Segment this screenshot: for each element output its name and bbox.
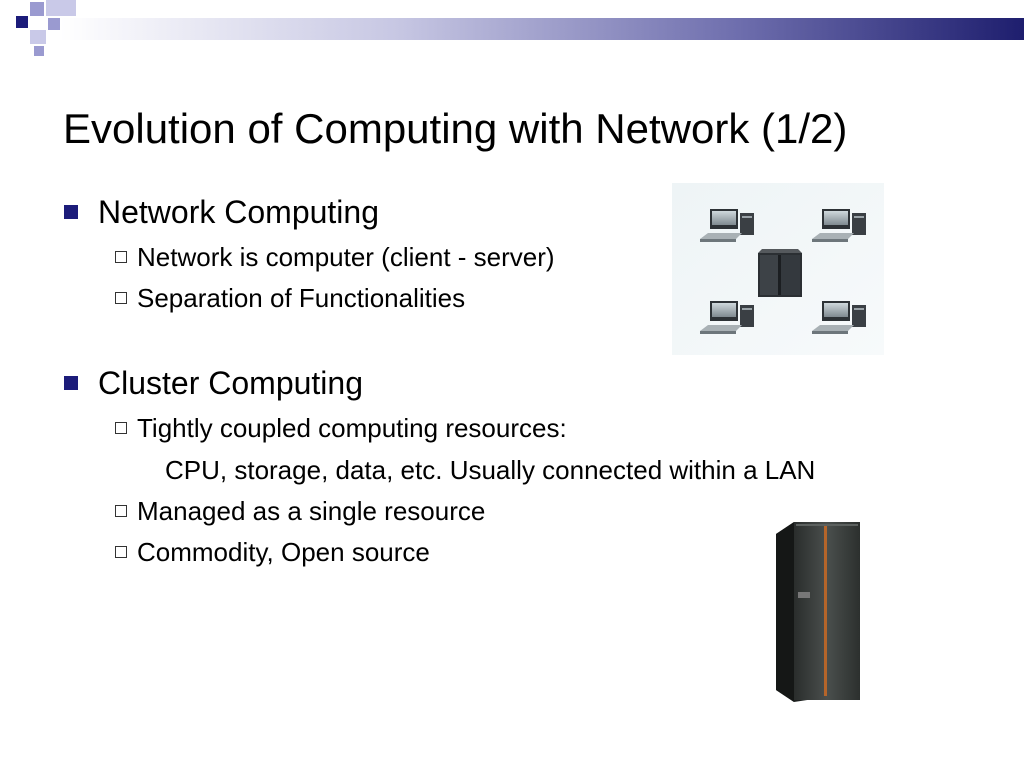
square-bullet-icon <box>64 205 78 219</box>
sub-bullet-label: Separation of Functionalities <box>137 283 466 313</box>
hollow-square-bullet-icon <box>115 292 127 304</box>
sub-bullet: Commodity, Open source <box>115 537 430 567</box>
square-bullet-icon <box>64 376 78 390</box>
sub-bullet-label: Managed as a single resource <box>137 496 486 526</box>
client-server-network-illustration <box>672 183 884 355</box>
slide-title: Evolution of Computing with Network (1/2… <box>63 105 848 152</box>
bullet-label: Network Computing <box>98 194 379 230</box>
server-rack-icon <box>758 249 802 297</box>
sub-bullet-continuation: CPU, storage, data, etc. Usually connect… <box>165 455 816 485</box>
server-rack-image <box>776 522 860 702</box>
sub-bullet: Separation of Functionalities <box>115 283 465 313</box>
hollow-square-bullet-icon <box>115 422 127 434</box>
hollow-square-bullet-icon <box>115 546 127 558</box>
sub-bullet-label: Commodity, Open source <box>137 537 430 567</box>
bullet-network-computing: Network Computing <box>64 194 379 230</box>
sub-bullet-label: Network is computer (client - server) <box>137 242 555 272</box>
hollow-square-bullet-icon <box>115 505 127 517</box>
hollow-square-bullet-icon <box>115 251 127 263</box>
sub-bullet: Tightly coupled computing resources: <box>115 413 567 443</box>
bullet-cluster-computing: Cluster Computing <box>64 365 363 401</box>
sub-bullet: Managed as a single resource <box>115 496 485 526</box>
bullet-label: Cluster Computing <box>98 365 363 401</box>
header-gradient-band <box>60 18 1024 40</box>
sub-bullet-label: Tightly coupled computing resources: <box>137 413 567 443</box>
sub-bullet: Network is computer (client - server) <box>115 242 555 272</box>
